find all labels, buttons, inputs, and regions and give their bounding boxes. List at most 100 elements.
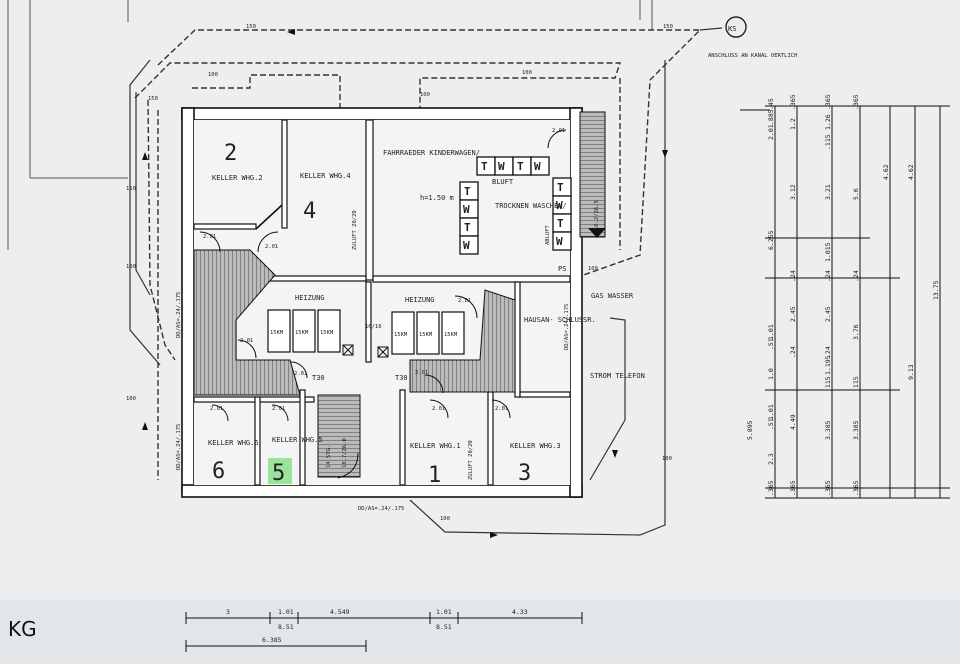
dim-right-value: .365 — [767, 480, 775, 496]
apartment-number-3: 3 — [518, 461, 531, 486]
dim-right-value: 3.385 — [852, 420, 860, 440]
apartment-number-2: 2 — [224, 141, 237, 166]
dim-right-value: .24 — [789, 270, 797, 282]
room-label-fahrraeder: FAHRRAEDER KINDERWAGEN/ — [383, 149, 480, 157]
tank-label: 15KM — [444, 332, 458, 338]
room-label-heizung-right: HEIZUNG — [405, 296, 435, 304]
room-label-keller-5: KELLER WHG.5 — [272, 436, 323, 444]
gas-water-label: GAS WASSER — [591, 292, 634, 300]
pipe-size-labels: 150 150 100 100 100 100 150 150 100 100 … — [126, 24, 673, 522]
dim-right-value: .885 — [767, 109, 775, 125]
zuluft-label-lower: ZULUFT 20/20 — [468, 440, 474, 480]
dim-right-value: .115 — [824, 134, 832, 150]
misc-labels: h=1.50 m GAS WASSER STROM TELEFON T30 T3… — [312, 178, 645, 382]
pipe-label: 150 — [148, 96, 158, 102]
laundry-appliances: T W T W T W T W T W T W — [459, 156, 572, 255]
dim-bottom-value: 4.33 — [512, 608, 528, 616]
dryer-icon: T — [481, 160, 488, 173]
room-label-keller-2: KELLER WHG.2 — [212, 174, 263, 182]
door-size-labels: 2.01 2.01 2.01 2.01 2.01 2.01 2.01 2.01 … — [203, 128, 565, 412]
room-label-trocknen: TROCKNEN WASCHEN/ — [495, 202, 567, 210]
dim-bottom-value: 8.51 — [436, 623, 452, 631]
tank-label: 15KM — [295, 330, 309, 336]
washer-icon: W — [556, 199, 563, 212]
dim-right-value: 1.0 — [767, 368, 775, 380]
vent-ratio-label: 16/16 — [365, 324, 382, 330]
pipe-label: 100 — [662, 456, 672, 462]
height-note: h=1.50 m — [420, 194, 454, 202]
apartment-number-1: 1 — [428, 463, 441, 488]
zuluft-label-upper: ZULUFT 20/20 — [352, 210, 358, 250]
dryer-icon: T — [557, 181, 564, 194]
dim-bottom-value: 8.51 — [278, 623, 294, 631]
dim-right-value: 5.895 — [746, 420, 754, 440]
tank-label: 15KM — [320, 330, 334, 336]
dim-right-value: .365 — [852, 480, 860, 496]
dryer-icon: T — [464, 221, 471, 234]
door-size: 2.01 — [458, 298, 471, 304]
pipe-label: 100 — [208, 72, 218, 78]
door-size: 2.01 — [294, 371, 307, 377]
door-size: 2.01 — [272, 406, 285, 412]
stair-upper — [579, 111, 606, 238]
window-label-right: DD/AS=.24/.175 — [564, 304, 570, 350]
room-label-keller-3: KELLER WHG.3 — [510, 442, 561, 450]
dim-right-value: 1.195 — [824, 355, 832, 375]
manhole-note: ANSCHLUSS AN KANAL OERTLICH — [708, 53, 797, 59]
pipe-label: 150 — [663, 24, 673, 30]
dim-right-value: 1.01 — [767, 324, 775, 340]
dim-right-value: 4.62 — [907, 164, 915, 180]
dim-right-value: 13.75 — [932, 280, 940, 300]
washer-icon: W — [463, 239, 470, 252]
room-label-keller-4: KELLER WHG.4 — [300, 172, 351, 180]
manhole-symbol: KS — [728, 25, 736, 33]
pipe-label: 100 — [420, 92, 430, 98]
stair-upper-label: 16.2/26.5 — [594, 200, 600, 230]
washer-icon: W — [534, 160, 541, 173]
washer-icon: W — [498, 160, 505, 173]
dim-bottom-value: 3 — [226, 608, 230, 616]
dim-right-value: .365 — [789, 480, 797, 496]
dim-right-value: .365 — [824, 480, 832, 496]
dim-right-value: 6.255 — [767, 230, 775, 250]
dim-right-value: .365 — [789, 94, 797, 110]
dim-right-value: .365 — [824, 94, 832, 110]
door-size: 2.01 — [210, 406, 223, 412]
stair-lower — [317, 394, 361, 479]
dim-right-value: 1.01 — [767, 404, 775, 420]
dim-right-value: 1.26 — [824, 114, 832, 130]
t30-label-right: T30 — [395, 374, 408, 382]
dim-right-value: 3.21 — [824, 184, 832, 200]
door-size: 2.01 — [265, 244, 278, 250]
right-dimensions: .3652.3.511.011.0.511.016.2552.01.885.45… — [746, 94, 940, 496]
heating-tanks: 15KM 15KM 15KM 15KM 15KM 15KM — [267, 309, 465, 358]
window-label-bottom: DD/AS=.24/.175 — [358, 506, 404, 512]
dim-right-value: 9.13 — [907, 364, 915, 380]
apartment-numbers: 2 4 6 5 1 3 — [212, 141, 531, 488]
diagonal-wall — [255, 204, 283, 230]
corridor-hatch-right — [409, 289, 516, 393]
dim-right-value: 2.01 — [767, 124, 775, 140]
ps-label: PS — [558, 265, 566, 273]
pipe-label: 100 — [522, 70, 532, 76]
stair-lower-label: 18.7/26.0 — [342, 438, 348, 468]
room-labels: KELLER WHG.2 KELLER WHG.4 FAHRRAEDER KIN… — [208, 149, 596, 450]
door-size: 2.01 — [415, 370, 428, 376]
room-label-hausanschluss: HAUSAN- SCHLUSSR. — [524, 316, 596, 324]
door-swings — [199, 129, 567, 422]
door-size: 2.01 — [495, 406, 508, 412]
dim-right-value: .24 — [789, 346, 797, 358]
t30-label-left: T30 — [312, 374, 325, 382]
room-label-keller-1: KELLER WHG.1 — [410, 442, 461, 450]
paper-bottom-shade — [0, 600, 960, 664]
bottom-dimension-lines — [185, 612, 583, 652]
door-size: 2.01 — [203, 234, 216, 240]
dim-right-value: 3.12 — [789, 184, 797, 200]
dim-right-value: 2.45 — [824, 306, 832, 322]
dim-right-value: 4.49 — [789, 414, 797, 430]
dim-right-value: 2.45 — [789, 306, 797, 322]
dim-right-value: .45 — [767, 98, 775, 110]
right-dimension-lines — [740, 105, 950, 499]
tank-label: 15KM — [270, 330, 284, 336]
